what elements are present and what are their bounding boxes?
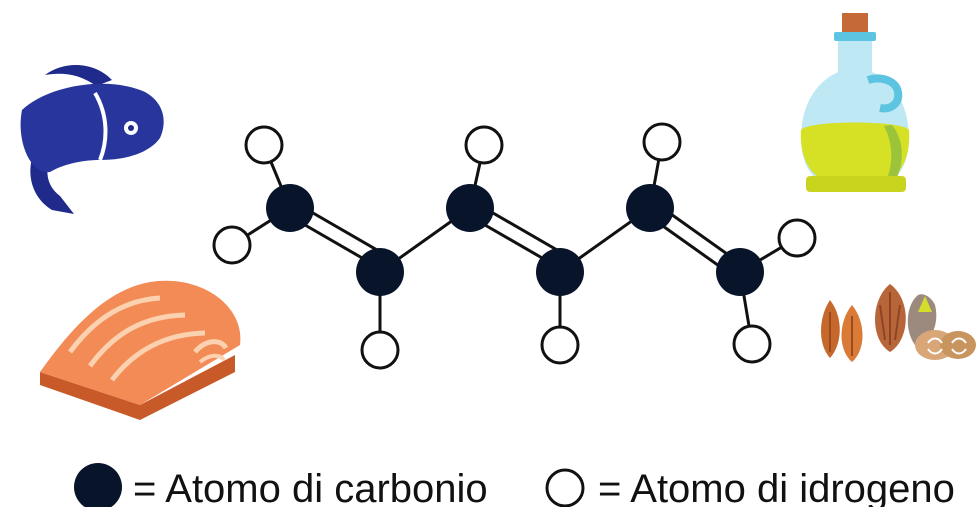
hydrogen-atom bbox=[777, 218, 817, 258]
hydrogen-atom bbox=[212, 225, 252, 265]
hydrogen-atom bbox=[540, 325, 580, 365]
carbon-atom bbox=[716, 248, 764, 296]
carbon-atom bbox=[356, 248, 404, 296]
carbon-atom bbox=[266, 184, 314, 232]
legend-carbon-label: = Atomo di carbonio bbox=[133, 467, 488, 507]
carbon-layer bbox=[266, 184, 764, 296]
nuts-icon bbox=[821, 284, 976, 362]
salmon-fillet-icon bbox=[40, 280, 241, 420]
oil-bottle-icon bbox=[800, 13, 910, 192]
hydrogen-atom bbox=[642, 122, 682, 162]
legend-hydrogen-swatch bbox=[545, 468, 585, 507]
bond-layer bbox=[231, 141, 798, 350]
hydrogen-atom bbox=[360, 330, 400, 370]
carbon-atom bbox=[446, 184, 494, 232]
hydrogen-atom bbox=[732, 324, 772, 364]
hydrogen-layer bbox=[212, 122, 817, 370]
hydrogen-atom bbox=[464, 125, 504, 165]
fish-icon bbox=[20, 64, 164, 214]
hydrogen-atom bbox=[244, 125, 284, 165]
legend: = Atomo di carbonio = Atomo di idrogeno bbox=[74, 463, 955, 507]
carbon-atom bbox=[536, 248, 584, 296]
carbon-atom bbox=[626, 184, 674, 232]
legend-carbon-swatch bbox=[74, 463, 122, 507]
legend-hydrogen-label: = Atomo di idrogeno bbox=[598, 467, 955, 507]
